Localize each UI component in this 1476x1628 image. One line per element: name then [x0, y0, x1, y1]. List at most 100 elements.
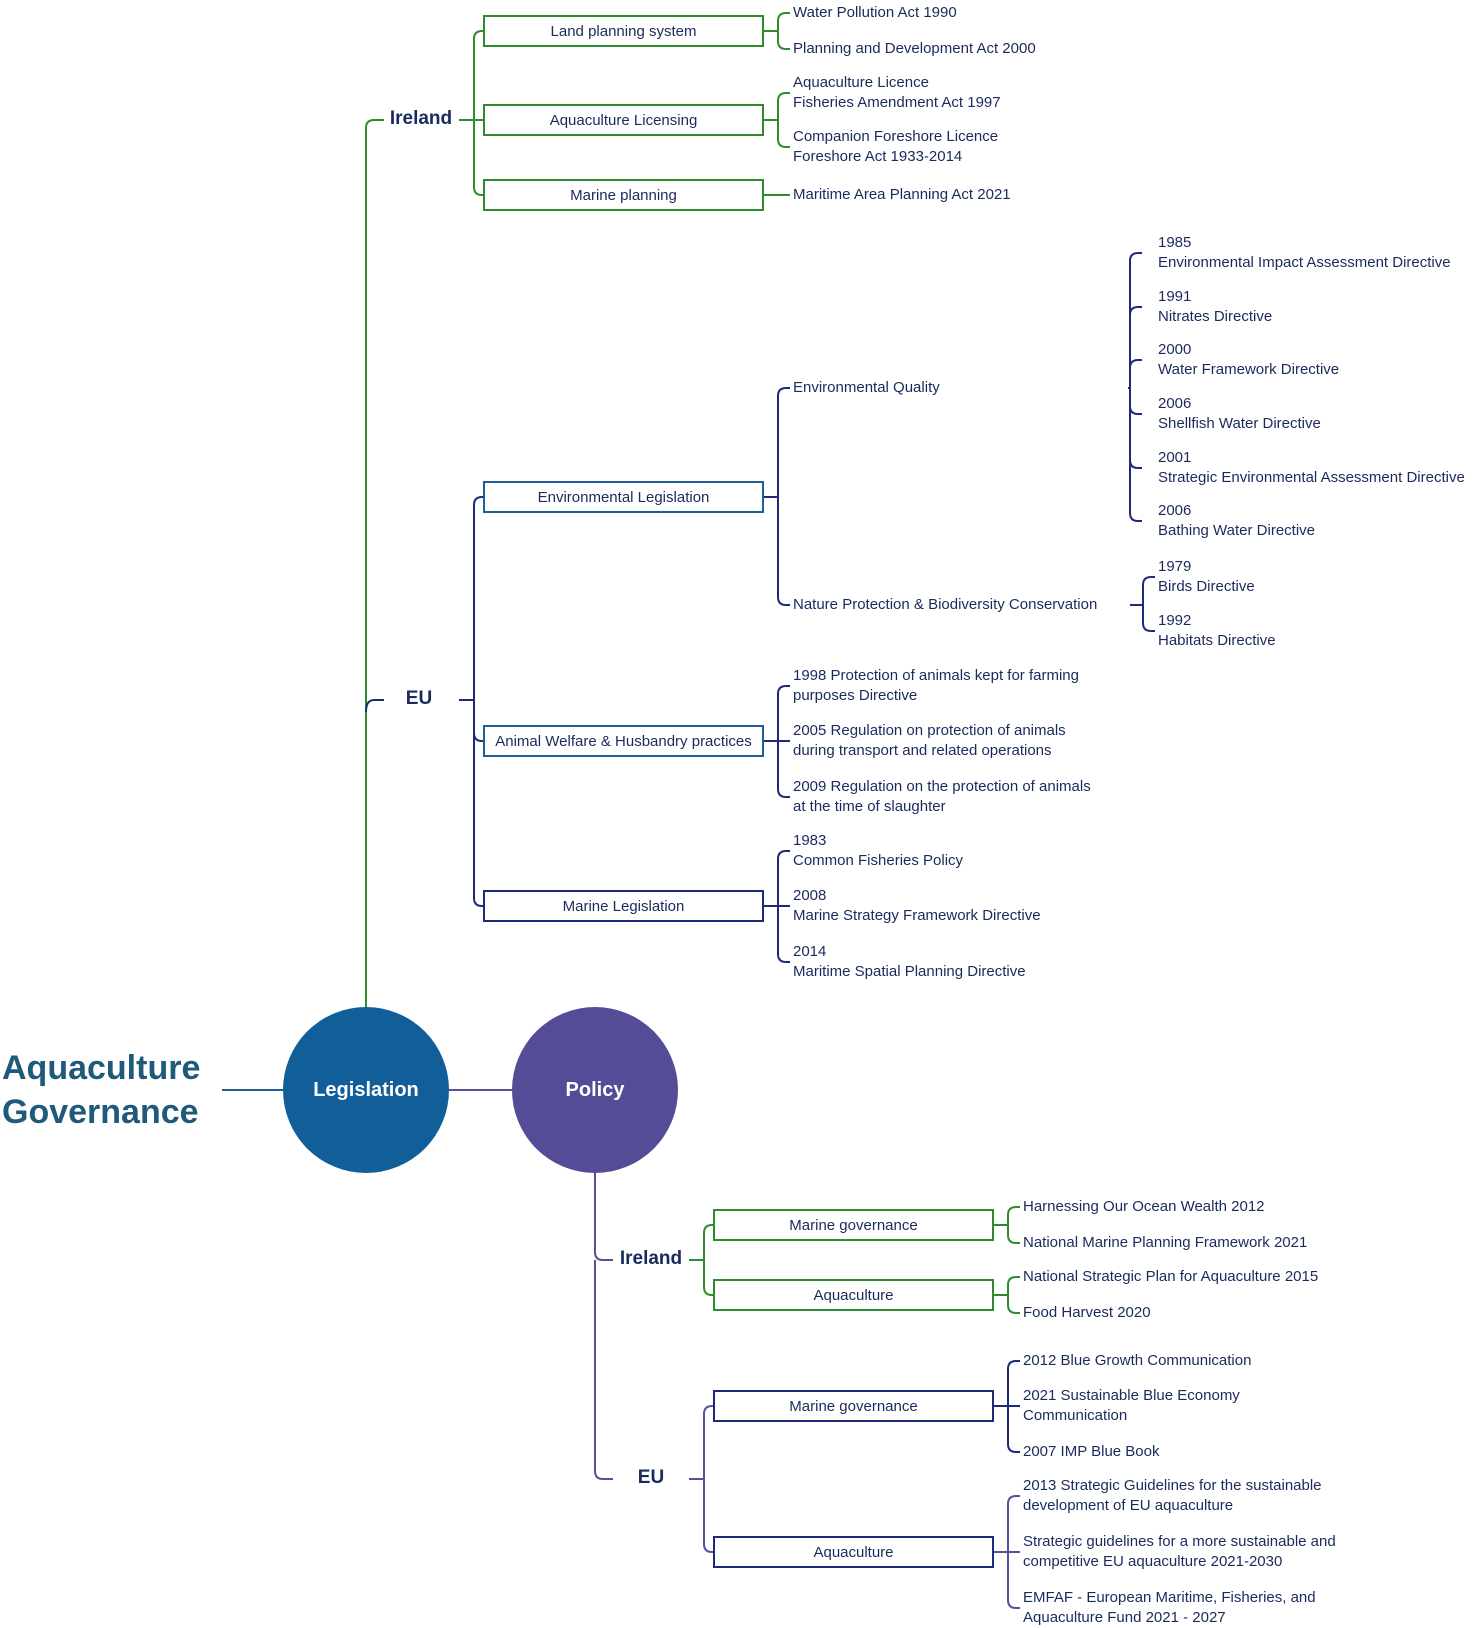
legislation-eu-directive-line: 1991: [1158, 288, 1192, 305]
connector-branch: [703, 1224, 713, 1234]
connector-branch: [777, 387, 790, 397]
connector-branch: [777, 40, 790, 50]
legislation-eu-directive-line: Nitrates Directive: [1158, 308, 1273, 325]
legislation-eu-directive-line: Birds Directive: [1158, 578, 1255, 595]
legislation-eu-item-line: Marine Strategy Framework Directive: [793, 907, 1041, 924]
legislation-eu-subcategory: Nature Protection & Biodiversity Conserv…: [793, 595, 1097, 615]
connector-branch: [1129, 306, 1142, 316]
connector-branch: [777, 596, 790, 606]
legislation-eu-category[interactable]: Environmental Legislation: [483, 481, 764, 513]
legislation-eu-item-line: 2005 Regulation on protection of animals: [793, 722, 1066, 739]
legislation-ireland-category[interactable]: Land planning system: [483, 15, 764, 47]
legislation-eu-item-line: Maritime Spatial Planning Directive: [793, 963, 1026, 980]
legislation-eu-directive-line: 2006: [1158, 395, 1192, 412]
connector-branch: [703, 1405, 713, 1415]
legislation-eu-directive-line: Strategic Environmental Assessment Direc…: [1158, 469, 1465, 486]
legislation-eu-directive-line: 1979: [1158, 558, 1192, 575]
policy-eu-item-line: 2007 IMP Blue Book: [1023, 1443, 1160, 1460]
connector-branch: [1007, 1360, 1020, 1370]
connector-branch: [473, 30, 483, 40]
legislation-eu-directive-line: Shellfish Water Directive: [1158, 415, 1321, 432]
legislation-ireland-item: Maritime Area Planning Act 2021: [793, 185, 1011, 205]
connector-branch: [1007, 1206, 1020, 1216]
policy-eu-item: EMFAF - European Maritime, Fisheries, an…: [1023, 1588, 1316, 1628]
connector-branch: [473, 732, 483, 742]
legislation-ireland-item-line: Planning and Development Act 2000: [793, 40, 1036, 57]
policy-eu-connector: [594, 1260, 613, 1480]
legislation-ireland-item-line: Aquaculture Licence: [793, 74, 929, 91]
legislation-eu-category[interactable]: Marine Legislation: [483, 890, 764, 922]
policy-eu-item: 2013 Strategic Guidelines for the sustai…: [1023, 1476, 1322, 1516]
policy-ireland-category[interactable]: Marine governance: [713, 1209, 994, 1241]
connector-branch: [1129, 459, 1142, 469]
policy-node[interactable]: Policy: [512, 1007, 678, 1173]
policy-eu-category[interactable]: Aquaculture: [713, 1536, 994, 1568]
legislation-ireland-item-line: Fisheries Amendment Act 1997: [793, 94, 1001, 111]
diagram-title: Aquaculture Governance: [2, 1046, 200, 1134]
legislation-eu-category[interactable]: Animal Welfare & Husbandry practices: [483, 725, 764, 757]
legislation-ireland-connector: [365, 119, 384, 1007]
legislation-eu-item-line: Common Fisheries Policy: [793, 852, 964, 869]
legislation-eu-item-line: during transport and related operations: [793, 742, 1052, 759]
connector-branch: [1142, 622, 1155, 632]
legislation-ireland-category[interactable]: Aquaculture Licensing: [483, 104, 764, 136]
connector-branch: [1007, 1443, 1020, 1453]
legislation-ireland-category[interactable]: Marine planning: [483, 179, 764, 211]
connector-branch: [1129, 405, 1142, 415]
legislation-eu-item: 2005 Regulation on protection of animals…: [793, 721, 1066, 761]
policy-ireland-category[interactable]: Aquaculture: [713, 1279, 994, 1311]
legislation-eu-item-line: 1998 Protection of animals kept for farm…: [793, 667, 1079, 684]
legislation-node[interactable]: Legislation: [283, 1007, 449, 1173]
connector-branch: [1007, 1599, 1020, 1609]
policy-eu-item-line: Communication: [1023, 1407, 1128, 1424]
policy-eu-item: Strategic guidelines for a more sustaina…: [1023, 1532, 1336, 1572]
legislation-eu-directive-line: 1985: [1158, 234, 1192, 251]
policy-eu-item-line: EMFAF - European Maritime, Fisheries, an…: [1023, 1589, 1316, 1606]
legislation-eu-item-line: 2008: [793, 887, 827, 904]
connector-branch: [703, 1543, 713, 1553]
policy-eu-item-line: 2012 Blue Growth Communication: [1023, 1352, 1252, 1369]
title-line-1: Aquaculture: [2, 1049, 201, 1087]
policy-eu-item: 2007 IMP Blue Book: [1023, 1442, 1159, 1462]
legislation-eu-item-line: 1983: [793, 832, 827, 849]
legislation-ireland-item-line: Foreshore Act 1933-2014: [793, 148, 963, 165]
policy-ireland-label[interactable]: Ireland: [619, 1248, 683, 1269]
policy-eu-item-line: development of EU aquaculture: [1023, 1497, 1234, 1514]
legislation-eu-directive-line: 2006: [1158, 502, 1192, 519]
legislation-eu-directive-line: Water Framework Directive: [1158, 361, 1340, 378]
legislation-eu-directive-line: 2001: [1158, 449, 1192, 466]
policy-ireland-connector: [594, 1173, 613, 1261]
policy-eu-item-line: 2021 Sustainable Blue Economy: [1023, 1387, 1240, 1404]
policy-ireland-item: Food Harvest 2020: [1023, 1303, 1151, 1323]
legislation-ireland-label[interactable]: Ireland: [389, 108, 453, 129]
legislation-ireland-item: Planning and Development Act 2000: [793, 39, 1036, 59]
legislation-eu-label[interactable]: EU: [405, 688, 433, 709]
connector-branch: [1007, 1276, 1020, 1286]
legislation-eu-item: 1998 Protection of animals kept for farm…: [793, 666, 1079, 706]
legislation-eu-item-line: at the time of slaughter: [793, 798, 946, 815]
policy-eu-label[interactable]: EU: [637, 1467, 665, 1488]
connector-branch: [473, 186, 483, 196]
connector-branch: [777, 685, 790, 695]
legislation-eu-subcategory-line: Nature Protection & Biodiversity Conserv…: [793, 596, 1098, 613]
connector-branch: [777, 788, 790, 798]
policy-ireland-item: National Marine Planning Framework 2021: [1023, 1233, 1307, 1253]
policy-ireland-item-line: National Marine Planning Framework 2021: [1023, 1234, 1308, 1251]
legislation-ireland-item: Water Pollution Act 1990: [793, 3, 957, 23]
legislation-eu-connector: [365, 699, 384, 713]
connector-branch: [777, 12, 790, 22]
policy-ireland-item: National Strategic Plan for Aquaculture …: [1023, 1267, 1318, 1287]
policy-eu-category[interactable]: Marine governance: [713, 1390, 994, 1422]
policy-eu-item-line: Strategic guidelines for a more sustaina…: [1023, 1533, 1336, 1550]
legislation-eu-directive-line: 1992: [1158, 612, 1192, 629]
